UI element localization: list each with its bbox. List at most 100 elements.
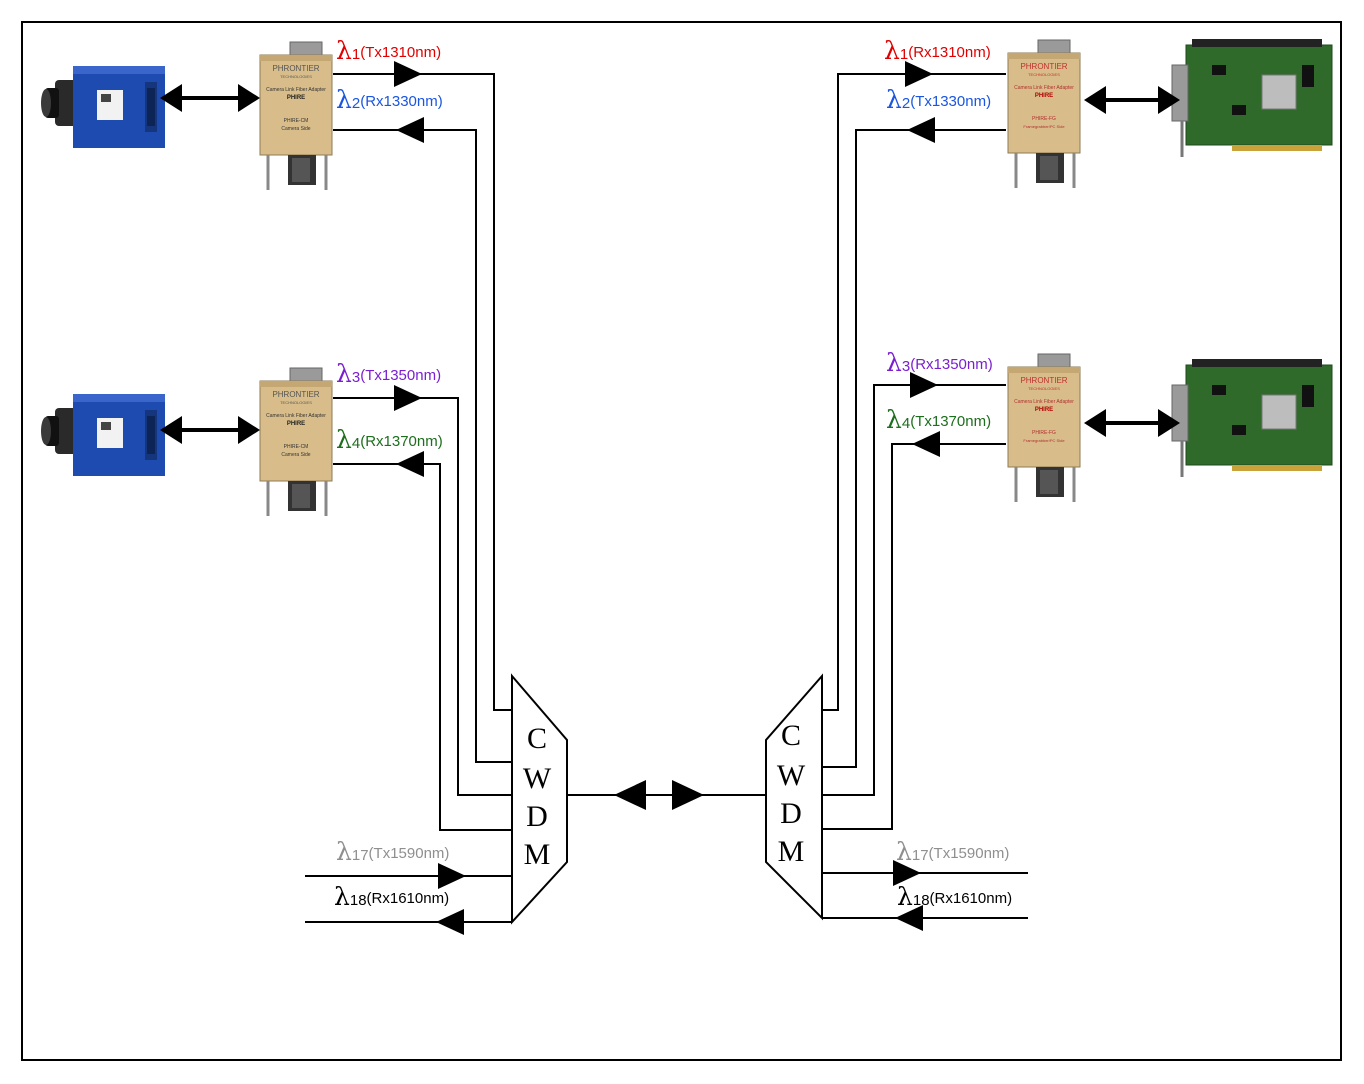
channel-wavelength: (Rx1610nm) xyxy=(367,890,450,907)
channel-wavelength: (Tx1330nm) xyxy=(910,93,991,110)
channel-labels: λ1(Tx1310nm)λ2(Rx1330nm)λ3(Tx1350nm)λ4(R… xyxy=(334,36,1012,911)
channel-label-right-17: λ17(Tx1590nm) xyxy=(896,837,1009,866)
channel-label-left-3: λ3(Tx1350nm) xyxy=(336,359,441,388)
adapter-part: PHIRE-CM xyxy=(284,118,309,124)
arrow-right-icon xyxy=(438,863,466,889)
lambda-symbol: λ xyxy=(336,85,352,114)
lambda-symbol: λ xyxy=(336,425,352,454)
channel-number: 1 xyxy=(900,46,908,63)
channel-number: 4 xyxy=(352,435,360,452)
cwdm-letter: M xyxy=(778,835,805,868)
adapter-model: PHIRE xyxy=(1035,93,1053,99)
channel-wavelength: (Rx1370nm) xyxy=(360,433,443,450)
channel-label-left-2: λ2(Rx1330nm) xyxy=(336,85,443,114)
diagram-border xyxy=(21,21,1342,1061)
arrow-right-icon xyxy=(394,385,422,411)
adapter-brand: PHRONTIER xyxy=(272,64,319,73)
adapter-side: Camera Side xyxy=(281,126,310,132)
channel-label-right-4: λ4(Tx1370nm) xyxy=(886,405,991,434)
lambda-symbol: λ xyxy=(886,405,902,434)
arrow-right-icon xyxy=(394,61,422,87)
channel-wavelength: (Rx1330nm) xyxy=(360,93,443,110)
channel-wavelength: (Tx1590nm) xyxy=(369,845,450,862)
adapter-part: PHIRE-FG xyxy=(1032,430,1056,436)
cwdm-mux-right xyxy=(765,673,823,921)
adapter-brand: PHRONTIER xyxy=(1020,62,1067,71)
double-arrow-icon xyxy=(160,416,260,444)
arrow-left-icon xyxy=(895,905,923,931)
adapter-desc: Camera Link Fiber Adapter xyxy=(266,87,326,93)
left-arrowheads xyxy=(394,61,466,935)
channel-wavelength: (Tx1350nm) xyxy=(360,367,441,384)
lambda-symbol: λ xyxy=(336,359,352,388)
adapter-part: PHIRE-FG xyxy=(1032,116,1056,122)
lambda-symbol: λ xyxy=(886,85,902,114)
fiber-line xyxy=(333,73,512,711)
adapter-side: Camera Side xyxy=(281,452,310,458)
adapter-side: Framegrabber/PC Side xyxy=(1023,438,1065,443)
adapter-model: PHIRE xyxy=(287,421,305,427)
lambda-symbol: λ xyxy=(336,36,352,65)
cwdm-mux-left xyxy=(511,673,568,925)
channel-wavelength: (Tx1370nm) xyxy=(910,413,991,430)
lambda-symbol: λ xyxy=(884,36,900,65)
channel-label-right-2: λ2(Tx1330nm) xyxy=(886,85,991,114)
fiber-line xyxy=(822,129,1006,768)
cwdm-letter: W xyxy=(523,762,552,795)
adapter-sub: TECHNOLOGIES xyxy=(280,400,312,405)
lambda-symbol: λ xyxy=(896,837,912,866)
left-fiber-lines xyxy=(305,73,512,923)
lambda-symbol: λ xyxy=(334,882,350,911)
arrow-left-icon xyxy=(396,117,424,143)
right-fiber-lines xyxy=(822,73,1028,919)
adapter-side: Framegrabber/PC Side xyxy=(1023,124,1065,129)
adapter-brand: PHRONTIER xyxy=(272,390,319,399)
camera-2 xyxy=(41,394,165,476)
arrow-left-icon xyxy=(614,780,646,810)
channel-number: 18 xyxy=(913,892,930,909)
channel-label-left-4: λ4(Rx1370nm) xyxy=(336,425,443,454)
channel-label-left-17: λ17(Tx1590nm) xyxy=(336,837,449,866)
cwdm-letter: W xyxy=(777,759,806,792)
channel-number: 3 xyxy=(902,358,910,375)
channel-number: 17 xyxy=(912,847,929,864)
channel-label-right-3: λ3(Rx1350nm) xyxy=(886,348,993,377)
adapter-desc: Camera Link Fiber Adapter xyxy=(266,413,326,419)
cwdm-letter: C xyxy=(781,719,801,752)
frame-grabber-board-1 xyxy=(1170,37,1334,159)
arrow-right-icon xyxy=(893,860,921,886)
trunk-fiber xyxy=(567,780,766,810)
cwdm-letter: D xyxy=(526,800,548,833)
lambda-symbol: λ xyxy=(886,348,902,377)
lambda-symbol: λ xyxy=(897,882,913,911)
arrow-left-icon xyxy=(907,117,935,143)
double-arrow-icon xyxy=(1084,409,1180,437)
cwdm-letter: C xyxy=(527,722,547,755)
arrow-right-icon xyxy=(905,61,933,87)
fiber-line xyxy=(822,384,1006,796)
channel-label-right-18: λ18(Rx1610nm) xyxy=(897,882,1012,911)
adapter-desc: Camera Link Fiber Adapter xyxy=(1014,85,1074,91)
double-arrow-icon xyxy=(160,84,260,112)
adapter-model: PHIRE xyxy=(1035,407,1053,413)
camera-1 xyxy=(41,66,165,148)
cwdm-letter: D xyxy=(780,797,802,830)
lambda-symbol: λ xyxy=(336,837,352,866)
arrow-right-icon xyxy=(910,372,938,398)
arrow-left-icon xyxy=(396,451,424,477)
arrow-right-icon xyxy=(672,780,704,810)
right-arrowheads xyxy=(893,61,940,931)
channel-number: 17 xyxy=(352,847,369,864)
adapter-sub: TECHNOLOGIES xyxy=(1028,386,1060,391)
channel-label-left-18: λ18(Rx1610nm) xyxy=(334,882,449,911)
adapter-sub: TECHNOLOGIES xyxy=(280,74,312,79)
channel-number: 2 xyxy=(352,95,360,112)
adapter-sub: TECHNOLOGIES xyxy=(1028,72,1060,77)
channel-number: 4 xyxy=(902,415,910,432)
adapter-brand: PHRONTIER xyxy=(1020,376,1067,385)
channel-wavelength: (Rx1610nm) xyxy=(930,890,1013,907)
channel-label-left-1: λ1(Tx1310nm) xyxy=(336,36,441,65)
channel-label-right-1: λ1(Rx1310nm) xyxy=(884,36,991,65)
